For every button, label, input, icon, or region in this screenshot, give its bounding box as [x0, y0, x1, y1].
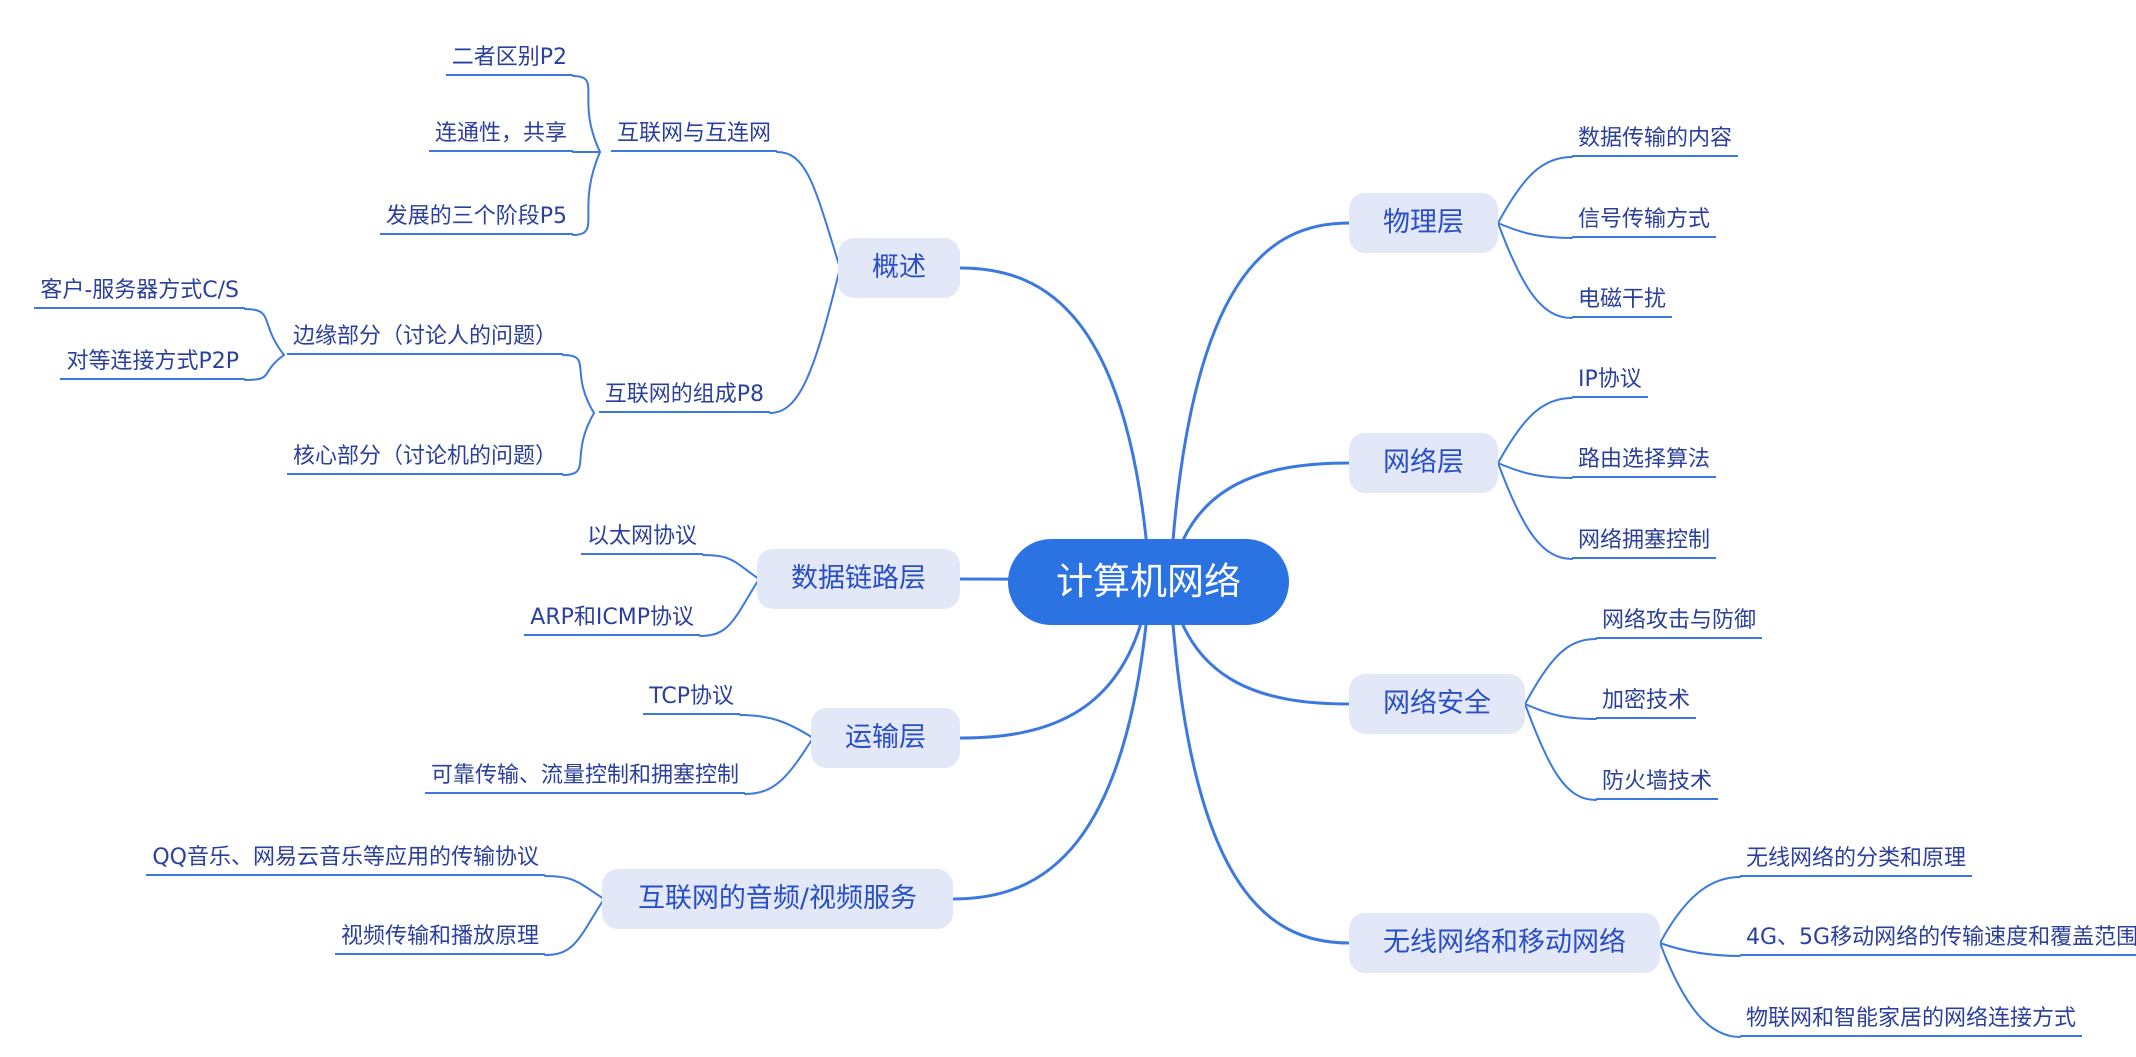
edge: [544, 898, 605, 956]
edge: [244, 354, 285, 381]
edge: [1524, 703, 1597, 720]
edge: [958, 580, 1152, 740]
topic-data-content[interactable]: 数据传输的内容: [1572, 123, 1739, 157]
branch-transport-layer[interactable]: 运输层: [811, 708, 960, 768]
topic-development-stages-p5[interactable]: 发展的三个阶段P5: [379, 201, 573, 235]
edge: [769, 267, 841, 414]
topic-signal-transmission[interactable]: 信号传输方式: [1572, 204, 1717, 238]
edge: [544, 875, 605, 900]
edge: [562, 412, 595, 476]
edge: [958, 266, 1152, 584]
topic-reliable-transmission[interactable]: 可靠传输、流量控制和拥塞控制: [424, 760, 745, 794]
topic-difference-p2[interactable]: 二者区别P2: [445, 42, 573, 76]
edge: [1497, 222, 1573, 319]
edge: [1497, 222, 1573, 239]
edge: [739, 714, 814, 739]
topic-emi[interactable]: 电磁干扰: [1572, 284, 1673, 318]
topic-iot-smart-home[interactable]: 物联网和智能家居的网络连接方式: [1740, 1003, 2083, 1037]
branch-network-security[interactable]: 网络安全: [1349, 674, 1525, 734]
edge: [1659, 942, 1741, 1038]
topic-wireless-classification[interactable]: 无线网络的分类和原理: [1740, 843, 1973, 877]
branch-physical-layer[interactable]: 物理层: [1349, 193, 1498, 253]
topic-routing-algorithm[interactable]: 路由选择算法: [1572, 444, 1717, 478]
edge: [1659, 876, 1741, 944]
edge: [776, 151, 841, 269]
topic-internet-composition-p8[interactable]: 互联网的组成P8: [598, 379, 770, 413]
topic-music-app-protocols[interactable]: QQ音乐、网易云音乐等应用的传输协议: [146, 842, 545, 876]
topic-video-playback[interactable]: 视频传输和播放原理: [334, 921, 545, 955]
branch-av-services[interactable]: 互联网的音频/视频服务: [602, 869, 953, 929]
root-topic[interactable]: 计算机网络: [1008, 539, 1289, 625]
edge: [1524, 638, 1597, 705]
branch-network-layer[interactable]: 网络层: [1349, 433, 1498, 493]
edge: [1168, 580, 1351, 945]
topic-ethernet-protocol[interactable]: 以太网协议: [580, 521, 703, 555]
branch-overview[interactable]: 概述: [838, 238, 960, 298]
topic-core-part[interactable]: 核心部分（讨论机的问题）: [286, 441, 563, 475]
edge: [1168, 221, 1351, 584]
edge: [1497, 156, 1573, 224]
edge: [1524, 703, 1597, 801]
branch-data-link-layer[interactable]: 数据链路层: [757, 549, 960, 609]
topic-tcp-protocol[interactable]: TCP协议: [643, 681, 740, 715]
edge: [1497, 397, 1573, 464]
branch-wireless-mobile[interactable]: 无线网络和移动网络: [1349, 913, 1660, 973]
topic-ip-protocol[interactable]: IP协议: [1572, 364, 1648, 398]
topic-edge-part[interactable]: 边缘部分（讨论人的问题）: [286, 321, 563, 355]
edge: [744, 737, 814, 795]
edge: [572, 151, 601, 236]
topic-internet-vs-internet[interactable]: 互联网与互连网: [610, 118, 777, 152]
topic-p2p[interactable]: 对等连接方式P2P: [60, 346, 245, 380]
topic-attack-defense[interactable]: 网络攻击与防御: [1596, 605, 1763, 639]
edge: [1497, 462, 1573, 560]
topic-4g-5g[interactable]: 4G、5G移动网络的传输速度和覆盖范围: [1740, 922, 2136, 956]
edge: [244, 308, 285, 356]
edge: [572, 75, 601, 153]
topic-arp-icmp[interactable]: ARP和ICMP协议: [524, 602, 700, 636]
topic-congestion-control[interactable]: 网络拥塞控制: [1572, 525, 1717, 559]
edge: [1659, 942, 1741, 957]
edge: [951, 580, 1152, 901]
topic-firewall[interactable]: 防火墙技术: [1596, 766, 1719, 800]
edge: [699, 578, 760, 637]
edge: [562, 354, 595, 414]
topic-connectivity-sharing[interactable]: 连通性，共享: [428, 118, 573, 152]
topic-client-server[interactable]: 客户-服务器方式C/S: [34, 275, 245, 309]
edge: [1497, 462, 1573, 479]
topic-encryption[interactable]: 加密技术: [1596, 685, 1697, 719]
edge: [702, 554, 760, 580]
